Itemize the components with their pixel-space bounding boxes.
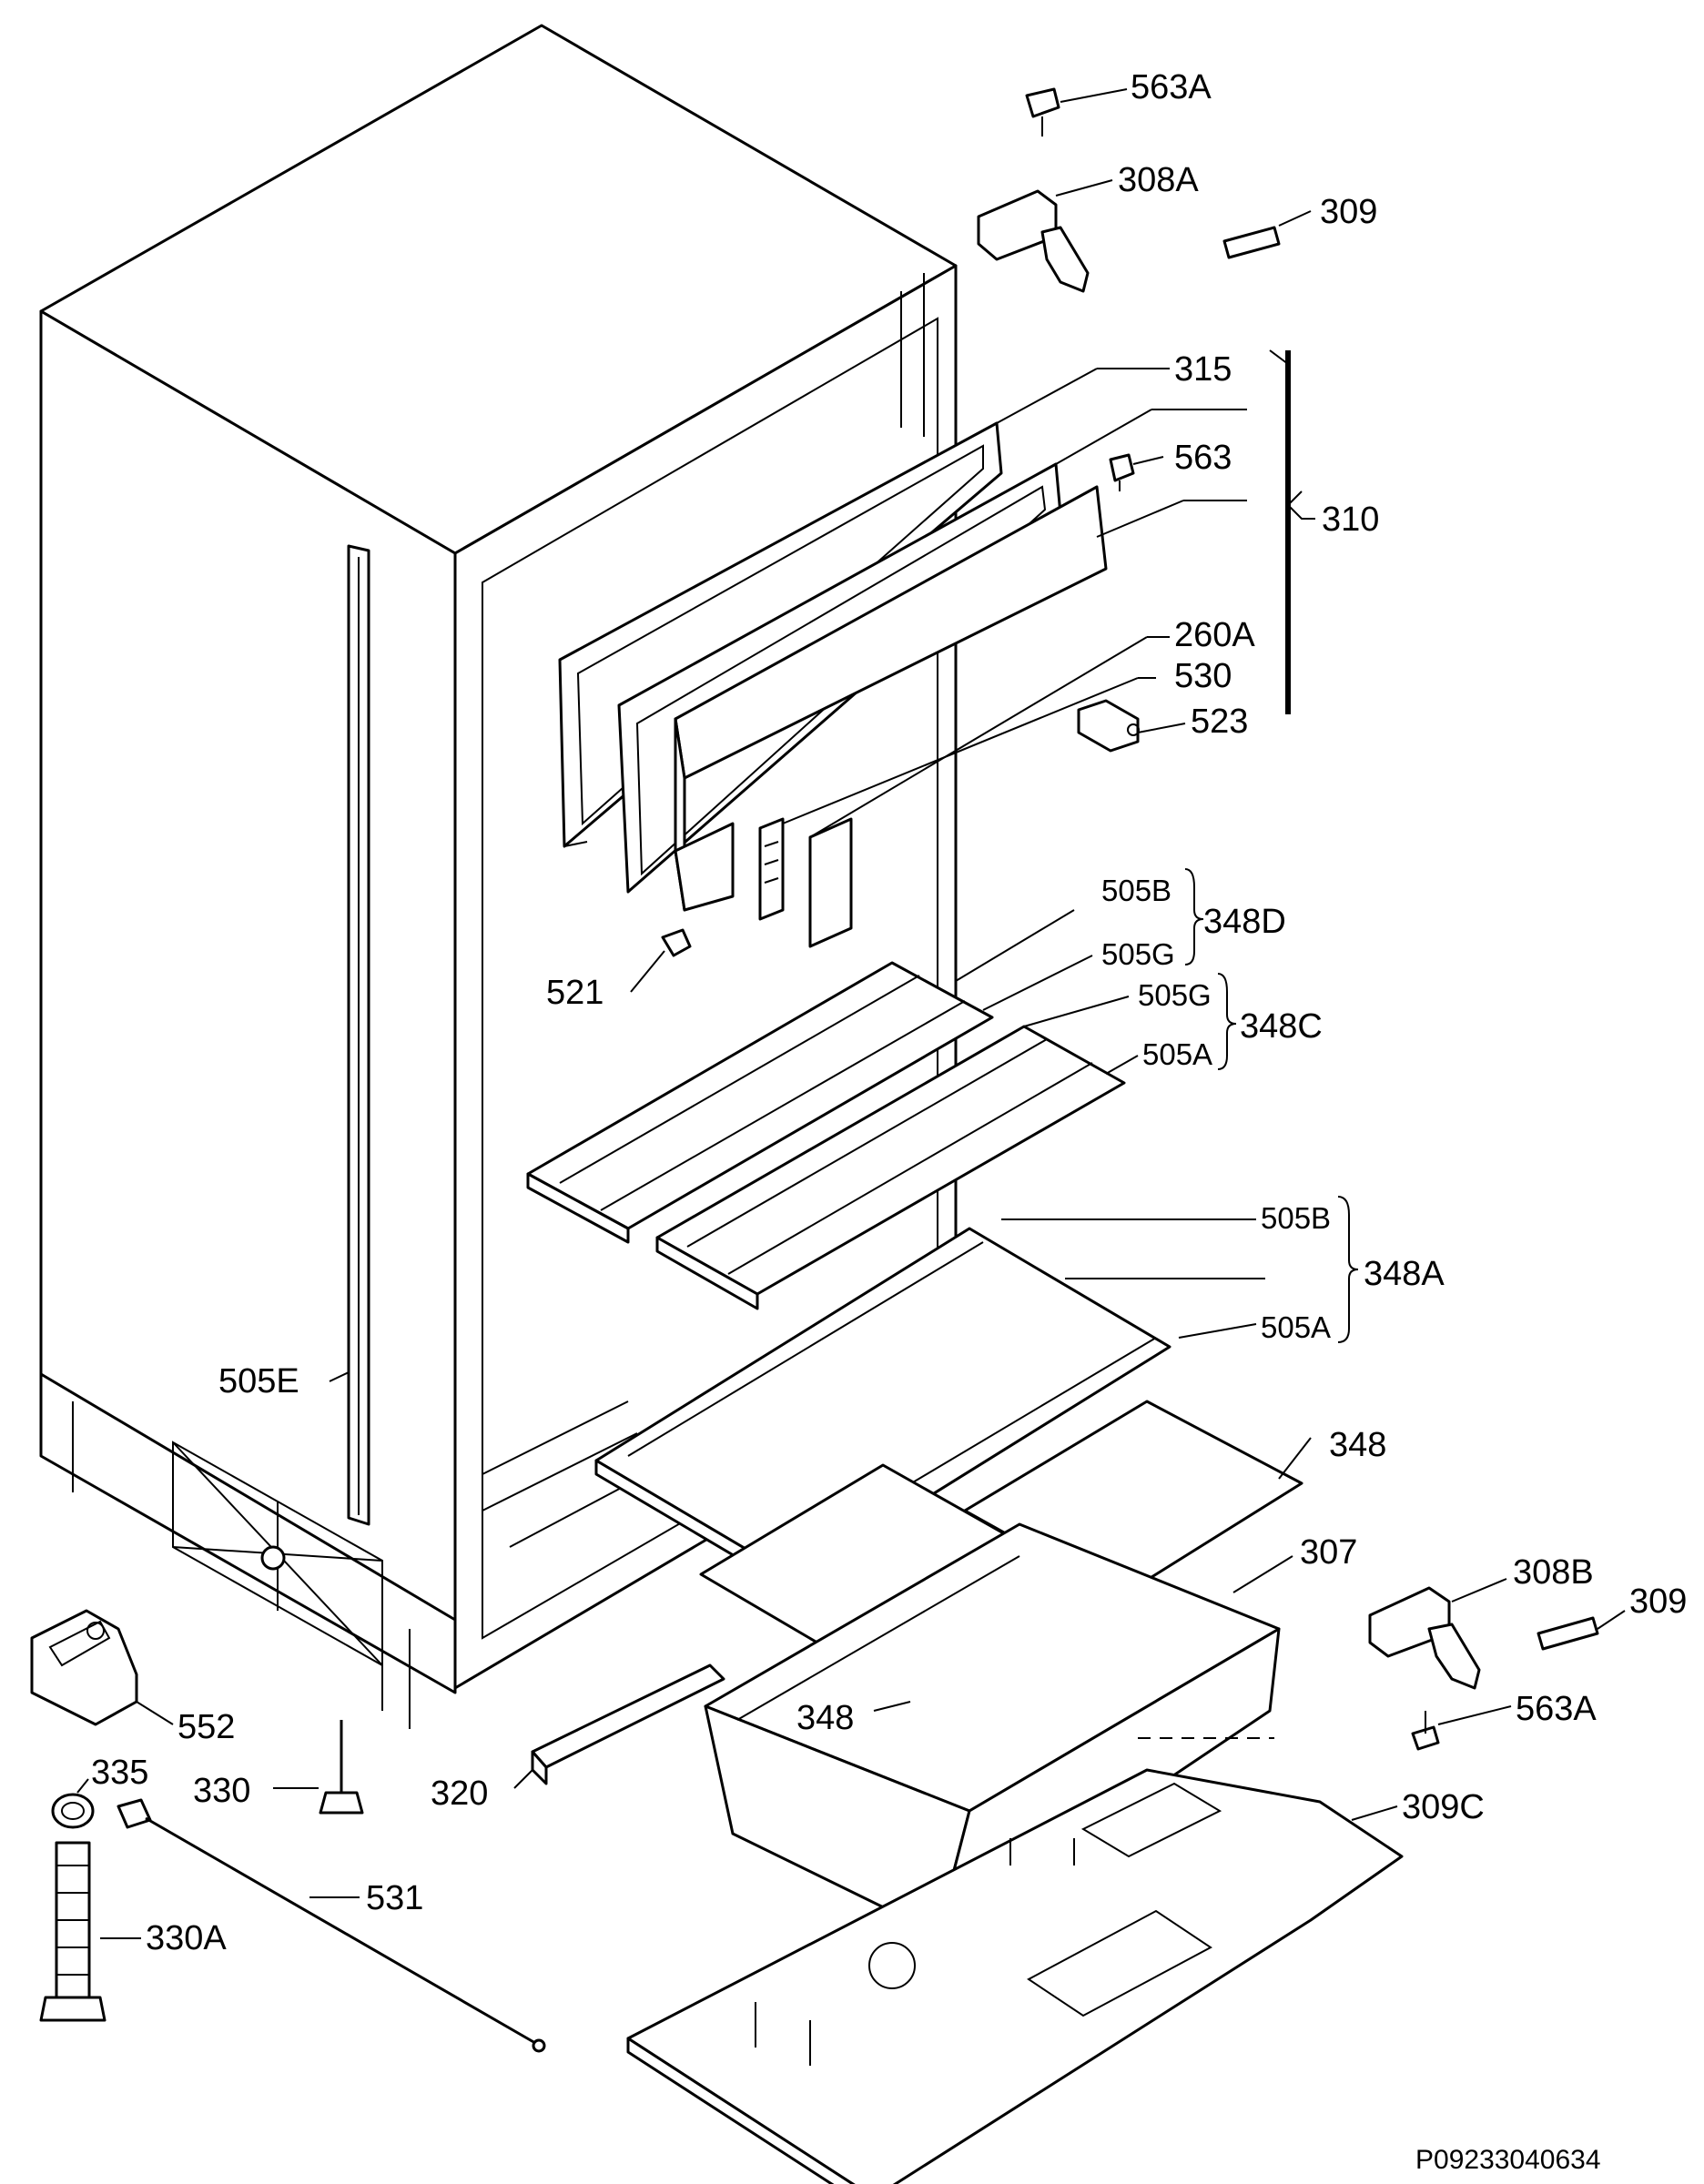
hinge-part-523 [1077, 699, 1140, 753]
label-307: 307 [1300, 1533, 1357, 1572]
adjustable-foot-330 [319, 1720, 364, 1815]
label-523: 523 [1191, 703, 1248, 741]
hinge-pin-530 [758, 817, 785, 921]
shelf-348D [526, 961, 994, 1244]
label-330A: 330A [146, 1919, 227, 1957]
label-308B: 308B [1513, 1553, 1594, 1592]
label-348C: 348C [1240, 1007, 1323, 1046]
label-348A: 348A [1364, 1255, 1445, 1293]
cover-plate-309-mid [1537, 1616, 1599, 1651]
rod-531 [117, 1798, 546, 2053]
label-563: 563 [1174, 439, 1232, 477]
cover-plate-309-top [1222, 226, 1281, 259]
bracket-552 [30, 1609, 138, 1726]
label-310: 310 [1322, 500, 1379, 539]
label-563A-top: 563A [1131, 68, 1212, 106]
label-505B-upper: 505B [1101, 874, 1172, 907]
screw-563 [1109, 453, 1135, 491]
bottom-cover-309C [626, 1768, 1404, 2184]
part-labels: 563A 308A 309 315 563 310 260A 530 523 5… [91, 68, 1687, 2175]
label-505G-upper: 505G [1101, 937, 1175, 971]
label-330: 330 [193, 1772, 250, 1810]
label-505B-lower: 505B [1261, 1201, 1331, 1235]
freezer-flap-panel [674, 485, 1108, 912]
label-309C: 309C [1402, 1788, 1485, 1826]
leader-lines [76, 88, 1626, 1939]
label-308A: 308A [1118, 161, 1199, 199]
label-260A: 260A [1174, 616, 1255, 654]
label-505A-lower: 505A [1261, 1310, 1331, 1344]
screw-563A-top [1025, 87, 1060, 136]
label-348-upper: 348 [1329, 1426, 1386, 1464]
label-531: 531 [366, 1879, 423, 1917]
label-505G-lower: 505G [1138, 978, 1212, 1012]
cap-521 [661, 928, 692, 957]
drawing-code: P09233040634 [1415, 2145, 1601, 2175]
label-521: 521 [546, 974, 604, 1012]
label-530: 530 [1174, 657, 1232, 695]
label-348D: 348D [1203, 903, 1286, 941]
label-309-top: 309 [1320, 193, 1377, 231]
adjustable-foot-330A [39, 1841, 106, 2022]
group-brackets [1184, 349, 1359, 1343]
label-563A-bottom: 563A [1516, 1690, 1597, 1728]
shelf-348C [655, 1025, 1126, 1310]
cabinet-base [39, 1372, 457, 1729]
door-hinge-strip-505E [347, 544, 370, 1526]
freezer-flap-side-cap [808, 817, 853, 948]
label-505E: 505E [218, 1362, 299, 1400]
label-309-mid: 309 [1629, 1582, 1687, 1621]
screw-563A-bottom [1411, 1711, 1440, 1751]
label-348-lower: 348 [796, 1699, 854, 1737]
gear-wheel-335 [51, 1793, 95, 1829]
label-320: 320 [431, 1774, 488, 1813]
cover-strip-320 [531, 1663, 725, 1785]
hinge-308B [1368, 1586, 1481, 1690]
label-315: 315 [1174, 350, 1232, 389]
label-552: 552 [178, 1708, 235, 1746]
label-335: 335 [91, 1754, 148, 1792]
label-505A-upper: 505A [1142, 1037, 1212, 1071]
hinge-308A [977, 189, 1090, 293]
